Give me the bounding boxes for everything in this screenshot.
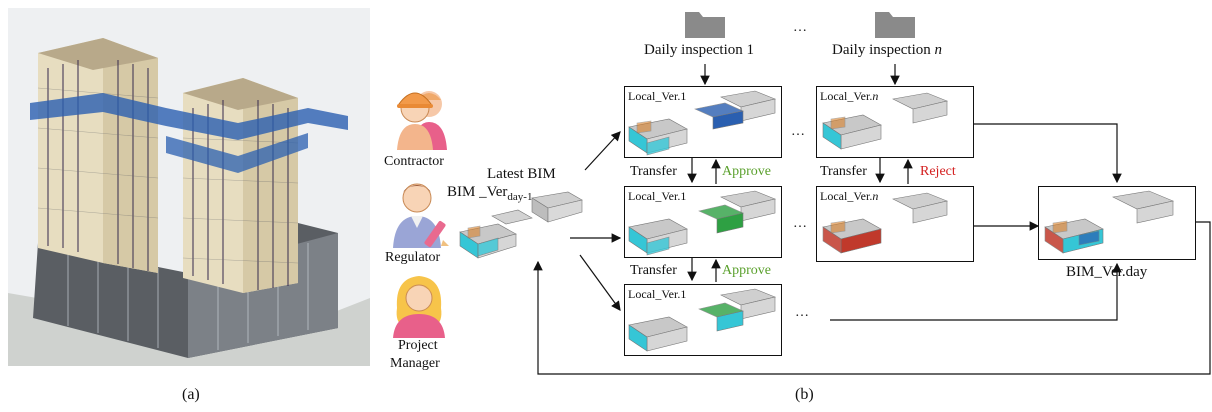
local-version-n-prefix: Local_Ver. bbox=[820, 189, 873, 203]
panel-b-caption: (b) bbox=[795, 386, 814, 403]
ellipsis-row-3: … bbox=[795, 305, 809, 320]
local-version-n-label: Local_Ver.n bbox=[820, 90, 878, 102]
ellipsis-top: … bbox=[793, 20, 807, 35]
folder-icon-inspection-n bbox=[873, 8, 917, 40]
bim-ver-day-model bbox=[1044, 190, 1174, 254]
local-version-box-n-row-1[interactable]: Local_Ver.n bbox=[816, 86, 974, 158]
reject-label-n: Reject bbox=[920, 164, 956, 179]
ellipsis-row-2: … bbox=[793, 216, 807, 231]
bim-ver-day-box[interactable] bbox=[1038, 186, 1196, 260]
latest-bim-label: Latest BIM bbox=[487, 166, 556, 182]
local-model-n-red bbox=[822, 192, 948, 254]
transfer-label-2: Transfer bbox=[630, 263, 677, 278]
transfer-label-1: Transfer bbox=[630, 164, 677, 179]
local-model-green-2 bbox=[628, 288, 776, 352]
local-version-label: Local_Ver.1 bbox=[628, 89, 687, 103]
ellipsis-row-1: … bbox=[791, 124, 805, 139]
role-label-project-manager-line1: Project bbox=[398, 338, 438, 353]
local-model-green bbox=[628, 190, 776, 256]
local-version-n-var: n bbox=[872, 89, 879, 103]
local-version-label: Local_Ver.1 bbox=[628, 189, 687, 203]
role-label-regulator: Regulator bbox=[385, 250, 441, 265]
local-version-n-prefix: Local_Ver. bbox=[820, 89, 873, 103]
inspection-label-n-var: n bbox=[934, 42, 942, 58]
project-manager-icon bbox=[385, 272, 455, 338]
latest-bim-version-main: BIM _Ver bbox=[447, 184, 508, 200]
panel-a-caption: (a) bbox=[182, 386, 200, 403]
local-version-n-var: n bbox=[872, 189, 879, 203]
approve-label-2: Approve bbox=[722, 263, 771, 278]
contractor-icon bbox=[385, 78, 455, 150]
inspection-label-n-prefix: Daily inspection bbox=[832, 42, 935, 58]
regulator-icon bbox=[385, 176, 455, 248]
local-model-n-1 bbox=[822, 92, 948, 150]
local-version-n-label: Local_Ver.n bbox=[820, 190, 878, 202]
approve-label-1: Approve bbox=[722, 164, 771, 179]
latest-bim-model bbox=[458, 188, 583, 260]
bim-ver-day-label: BIM_Ver.day bbox=[1066, 264, 1148, 280]
inspection-label-1: Daily inspection 1 bbox=[644, 42, 754, 58]
local-version-box-1-row-3[interactable]: Local_Ver.1 bbox=[624, 284, 782, 356]
local-version-box-1-row-1[interactable]: Local_Ver.1 bbox=[624, 86, 782, 158]
folder-icon-inspection-1 bbox=[683, 8, 727, 40]
building-render bbox=[8, 8, 370, 366]
latest-bim-version: BIM _Verday-1 bbox=[447, 184, 532, 203]
local-version-box-n-row-2[interactable]: Local_Ver.n bbox=[816, 186, 974, 262]
local-version-label: Local_Ver.1 bbox=[628, 287, 687, 301]
inspection-label-n: Daily inspection n bbox=[832, 42, 942, 58]
building-render-graphic bbox=[8, 8, 370, 366]
role-label-project-manager-line2: Manager bbox=[390, 356, 440, 371]
latest-bim-version-sub: day-1 bbox=[507, 191, 533, 203]
transfer-label-n: Transfer bbox=[820, 164, 867, 179]
local-model-blue bbox=[628, 90, 776, 156]
role-label-contractor: Contractor bbox=[384, 154, 444, 169]
local-version-box-1-row-2[interactable]: Local_Ver.1 bbox=[624, 186, 782, 258]
